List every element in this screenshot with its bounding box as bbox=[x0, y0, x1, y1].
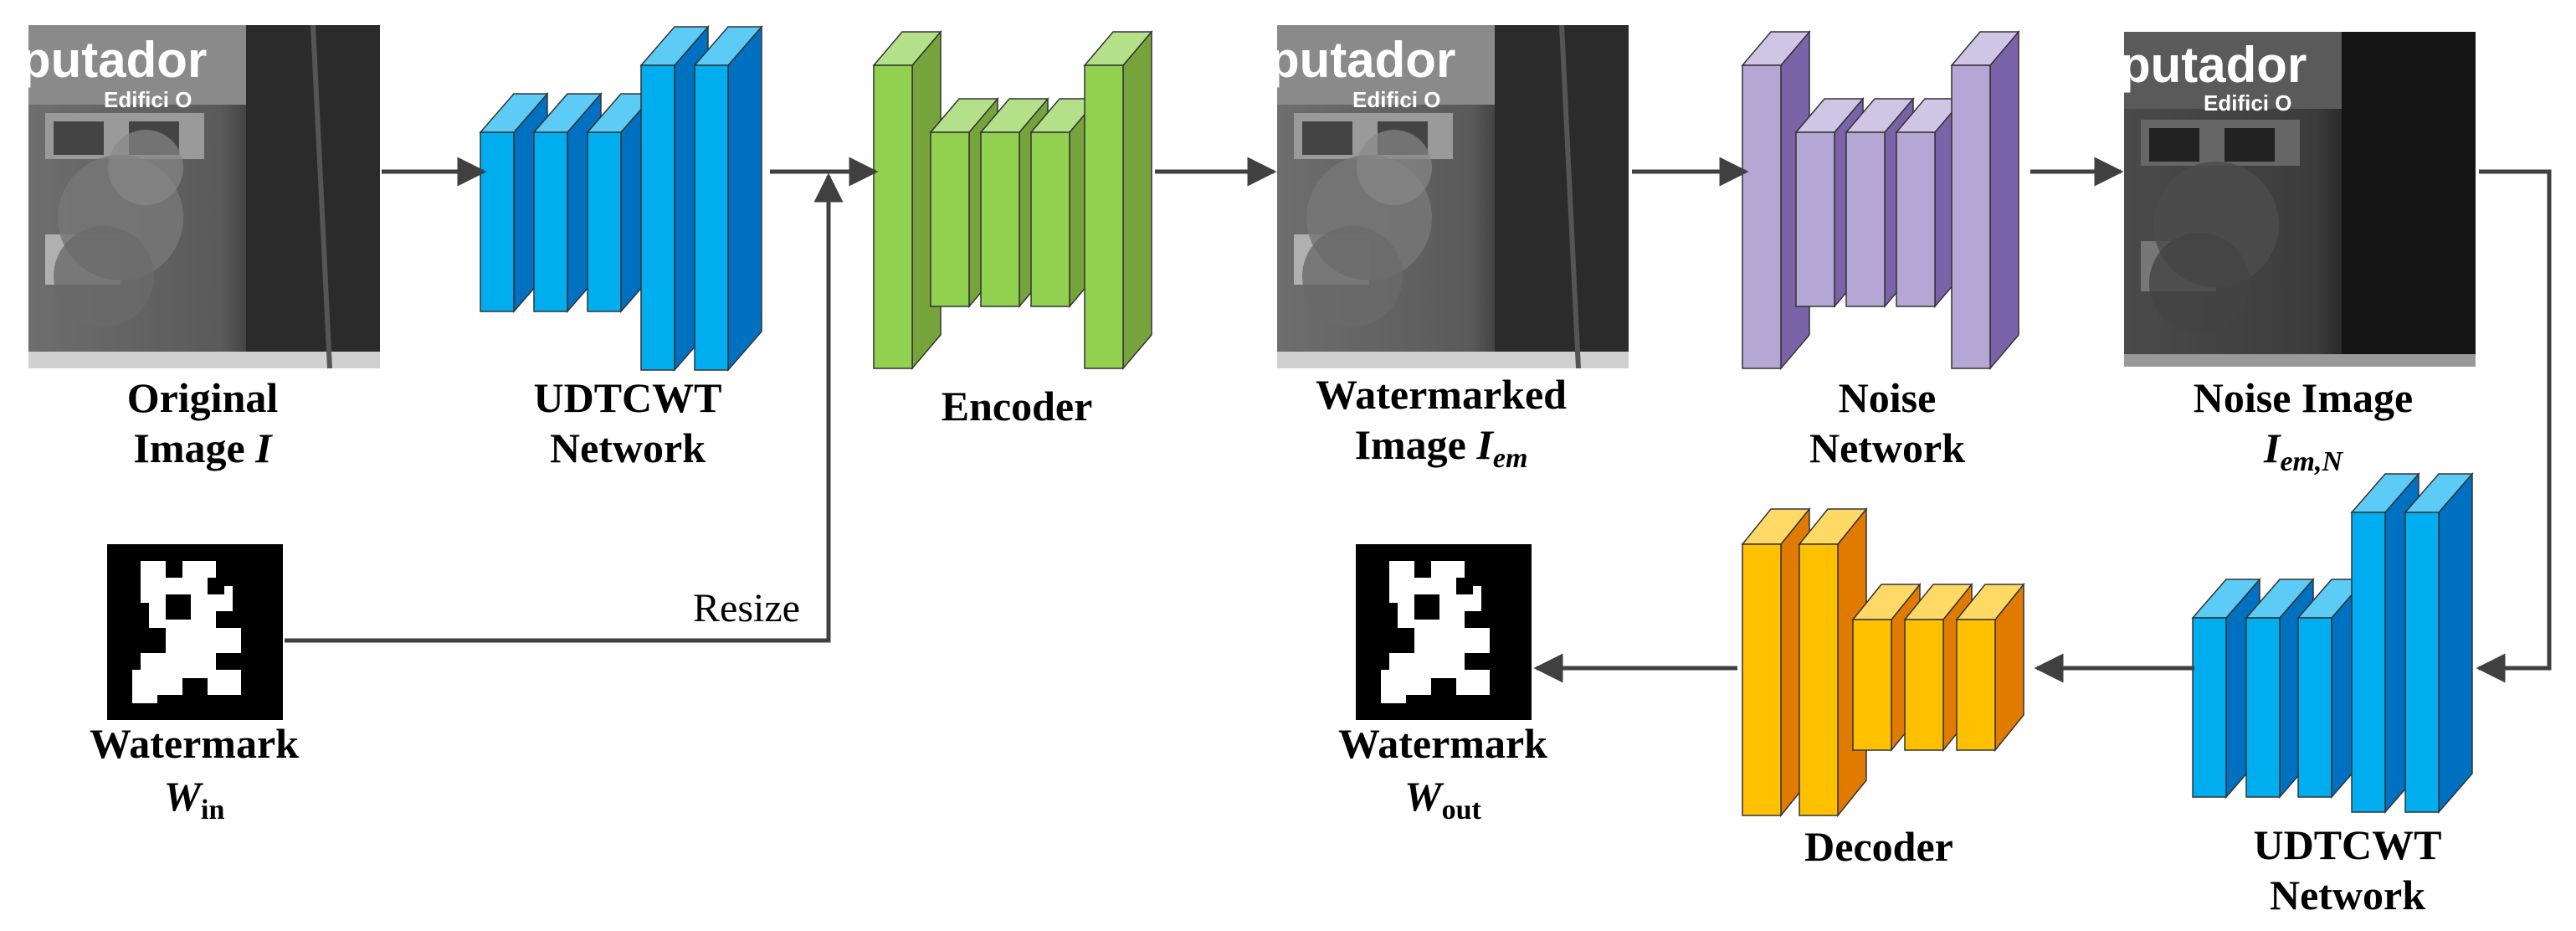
label-udtcwt-top-line1: UDTCWT bbox=[533, 374, 721, 421]
label-watermark-in-line1: Watermark bbox=[90, 720, 299, 767]
label-watermark-in: Watermark Win bbox=[90, 720, 299, 826]
label-watermark-out-line1: Watermark bbox=[1338, 720, 1547, 767]
decoder-network bbox=[1741, 507, 2025, 818]
label-noise-image-line2: Iem,N bbox=[2263, 424, 2344, 477]
udtcwt-top-layer-5 bbox=[693, 24, 763, 373]
photo-sign-subtext: Edifici O bbox=[104, 87, 192, 112]
label-noise-net-line2: Network bbox=[1809, 424, 1965, 471]
label-encoder: Encoder bbox=[942, 383, 1093, 429]
udtcwt-bottom-layer-5 bbox=[2404, 471, 2474, 815]
label-resize: Resize bbox=[693, 586, 800, 630]
label-watermarked-line1: Watermarked bbox=[1316, 371, 1567, 418]
noise-net-layer-5 bbox=[1950, 29, 2020, 371]
original-image: putador Edifici O bbox=[20, 25, 380, 368]
label-udtcwt-top: UDTCWT Network bbox=[533, 374, 721, 471]
udtcwt-network-bottom bbox=[2191, 471, 2474, 815]
udtcwt-network-top bbox=[479, 24, 763, 373]
photo-sign-subtext: Edifici O bbox=[1352, 87, 1440, 112]
label-noise-net-line1: Noise bbox=[1839, 374, 1937, 421]
label-watermarked-image: Watermarked Image Iem bbox=[1316, 371, 1567, 474]
label-original-line1: Original bbox=[127, 374, 279, 421]
label-noise-image: Noise Image Iem,N bbox=[2194, 374, 2413, 477]
noise-image: putador Edifici O bbox=[2120, 32, 2476, 367]
label-udtcwt-bottom: UDTCWT Network bbox=[2253, 821, 2441, 918]
label-udtcwt-bottom-line1: UDTCWT bbox=[2253, 821, 2441, 868]
label-decoder: Decoder bbox=[1804, 823, 1953, 870]
photo-sign-text: putador bbox=[20, 32, 207, 88]
watermark-output-image bbox=[1356, 544, 1532, 720]
udtcwt-bottom-layer-3 bbox=[2296, 577, 2367, 800]
label-watermark-in-line2: Win bbox=[164, 773, 225, 826]
label-udtcwt-top-line2: Network bbox=[550, 424, 706, 471]
label-watermark-out-line2: Wout bbox=[1404, 773, 1481, 826]
label-watermarked-line2: Image Iem bbox=[1355, 421, 1528, 474]
arrow-noise-image-to-udtcwt bbox=[2476, 169, 2552, 683]
decoder-layer-2 bbox=[1798, 507, 1868, 818]
noise-network bbox=[1741, 29, 2020, 371]
watermarked-image: putador Edifici O bbox=[1269, 25, 1629, 368]
connectors bbox=[285, 157, 2552, 683]
photo-sign-text: putador bbox=[1269, 32, 1455, 88]
photo-sign-text: putador bbox=[2120, 37, 2307, 93]
arrow-watermark-resize bbox=[285, 172, 844, 643]
encoder-network bbox=[872, 29, 1153, 371]
encoder-layer-4 bbox=[1029, 96, 1100, 309]
label-noise-image-line1: Noise Image bbox=[2194, 374, 2413, 421]
decoder-layer-5 bbox=[1955, 582, 2025, 753]
encoder-layer-5 bbox=[1083, 29, 1153, 371]
label-watermark-out: Watermark Wout bbox=[1338, 720, 1547, 826]
label-original-image: Original Image I bbox=[127, 374, 279, 471]
photo-sign-subtext: Edifici O bbox=[2204, 90, 2291, 116]
noise-net-layer-1 bbox=[1741, 29, 1811, 371]
watermark-input-image bbox=[107, 544, 283, 720]
label-noise-network: Noise Network bbox=[1809, 374, 1965, 471]
label-original-line2: Image I bbox=[133, 424, 273, 471]
label-udtcwt-bottom-line2: Network bbox=[2270, 872, 2425, 918]
